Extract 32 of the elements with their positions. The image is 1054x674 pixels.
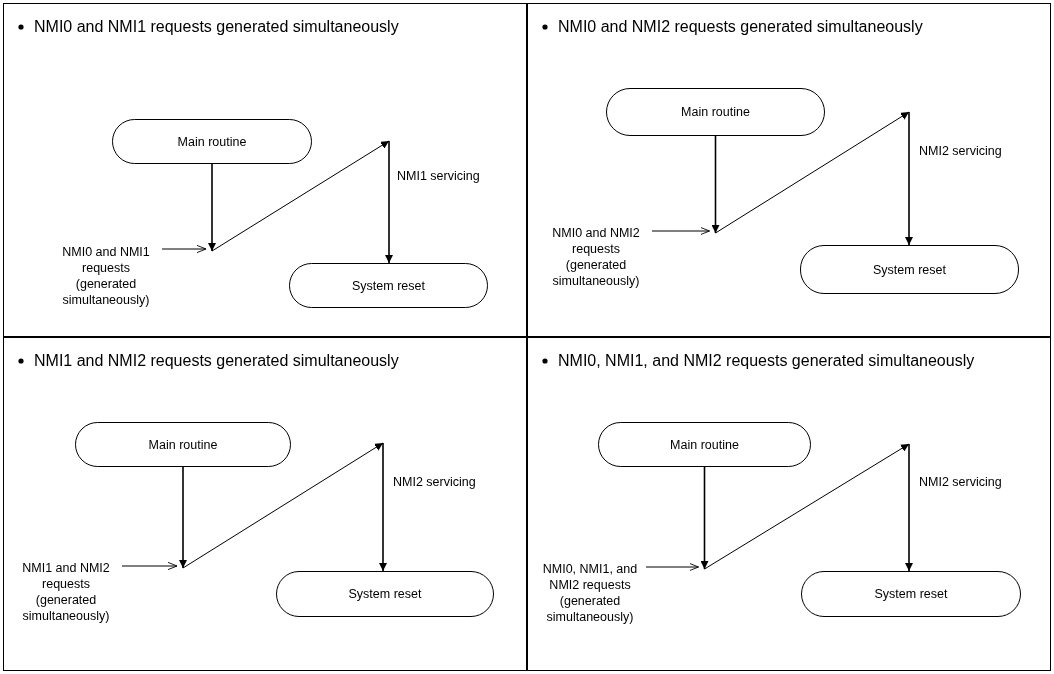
arrow [711,135,720,234]
start-terminal: Main routine [606,88,825,136]
arrow [179,466,187,569]
arrow [379,442,387,572]
edge-label: NMI2 servicing [919,144,1002,158]
request-label: NMI0, NMI1, and NMI2 requests (generated simultaneously) [540,561,640,625]
panel-heading: NMI0, NMI1, and NMI2 requests generated simultaneously [558,351,976,371]
panel-heading: NMI0 and NMI2 requests generated simultaneously [558,17,924,37]
end-terminal: System reset [289,263,488,308]
arrow [208,163,216,252]
start-terminal: Main routine [75,422,291,467]
panel-heading: NMI0 and NMI1 requests generated simultaneously [34,17,400,37]
edge-label: NMI1 servicing [397,169,480,183]
arrow [700,466,709,570]
request-label: NMI0 and NMI1 requests (generated simultaneously) [56,244,156,308]
arrow [385,140,393,264]
diagram-panel [3,3,527,337]
end-terminal: System reset [276,571,494,617]
end-terminal: System reset [800,245,1019,294]
end-terminal: System reset [801,571,1021,617]
diagram-panel [3,337,527,671]
start-terminal: Main routine [112,119,312,164]
arrow [905,443,913,572]
edge-label: NMI2 servicing [919,475,1002,489]
diagram-panel [527,337,1051,671]
start-terminal: Main routine [598,422,811,467]
request-label: NMI1 and NMI2 requests (generated simultaneously) [16,560,116,624]
panel-heading: NMI1 and NMI2 requests generated simultaneously [34,351,400,371]
edge-label: NMI2 servicing [393,475,476,489]
diagram-panel [527,3,1051,337]
arrow [905,111,913,246]
request-label: NMI0 and NMI2 requests (generated simultaneously) [546,225,646,289]
